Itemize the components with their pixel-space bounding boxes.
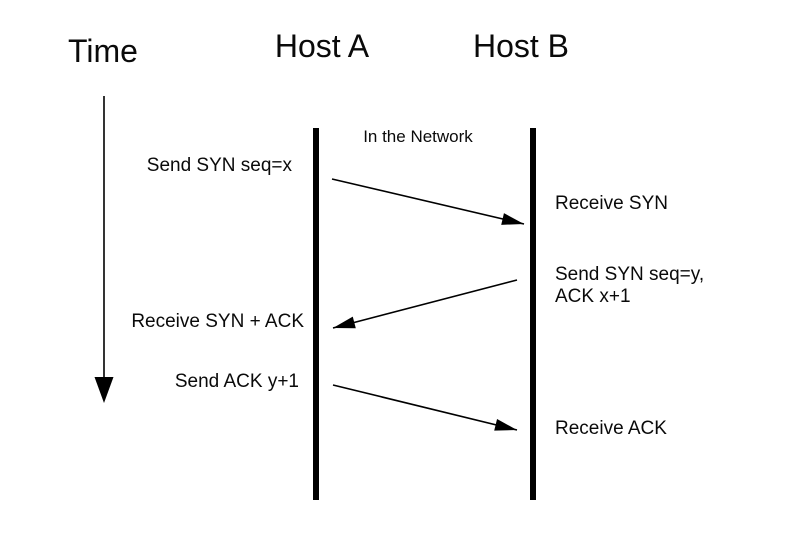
event-receive-syn: Receive SYN [555, 193, 668, 214]
event-send-syn-ack-line2: ACK x+1 [555, 286, 631, 307]
event-send-syn-ack-line1: Send SYN seq=y, [555, 264, 705, 285]
time-axis-label: Time [68, 33, 138, 69]
host-a-header: Host A [274, 28, 370, 64]
event-send-syn-ack: Send SYN seq=y, ACK x+1 [555, 264, 745, 308]
event-send-ack: Send ACK y+1 [174, 371, 299, 392]
host-b-header: Host B [472, 28, 570, 64]
syn-ack-message-arrow [332, 279, 518, 329]
event-receive-ack: Receive ACK [555, 418, 667, 439]
event-receive-syn-ack: Receive SYN + ACK [131, 311, 304, 332]
ack-message-arrow [332, 384, 518, 431]
syn-message-arrow [331, 178, 525, 225]
time-axis-arrow-icon [94, 96, 114, 403]
event-send-syn: Send SYN seq=x [146, 155, 292, 176]
network-channel-label: In the Network [363, 127, 473, 146]
